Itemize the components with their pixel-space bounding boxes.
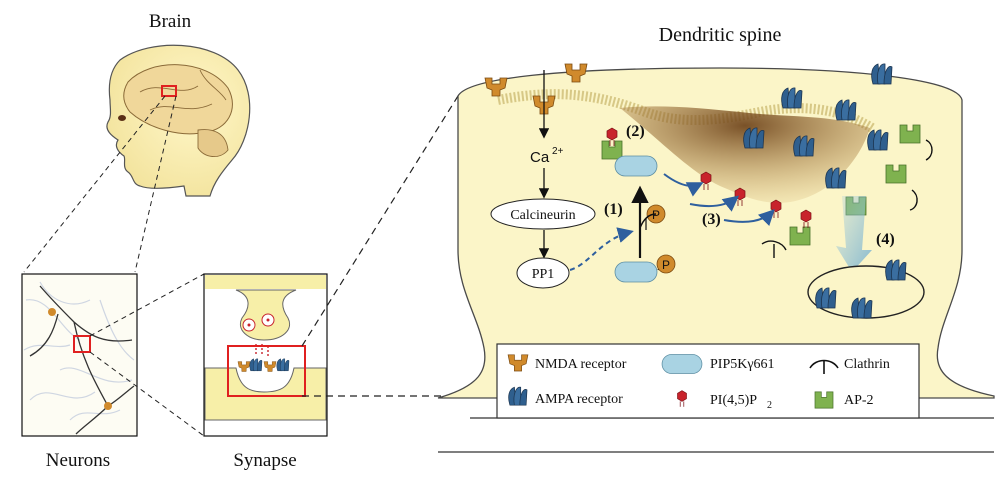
brain-illustration xyxy=(106,44,251,197)
neurons-highlight-box xyxy=(73,335,91,353)
pip2-synthesis-arrows xyxy=(663,173,775,227)
legend-ampa-label: AMPA receptor xyxy=(535,392,623,407)
synapse-highlight-box xyxy=(227,345,306,397)
pip5k-active xyxy=(614,155,658,177)
ampa-receptor-internalized xyxy=(815,287,837,309)
clathrin-icon xyxy=(809,359,839,374)
zoom-line xyxy=(301,95,459,347)
svg-text:Ca: Ca xyxy=(530,149,550,166)
pp1-label: PP1 xyxy=(532,267,555,282)
ampa-receptor-internalized xyxy=(885,259,907,281)
ampa-receptor xyxy=(743,127,765,149)
ampa-receptor xyxy=(835,99,857,121)
phosphate-bottom: P xyxy=(656,254,676,274)
ampa-receptor-outside xyxy=(871,63,893,85)
pp1-dephosphorylation-arrow xyxy=(569,227,634,271)
endocytosis-arrow xyxy=(836,196,872,272)
calcium-label: Ca 2+ xyxy=(530,146,564,166)
step-4-label: (4) xyxy=(876,231,895,248)
step-1-label: (1) xyxy=(604,201,623,218)
synapse-panel xyxy=(203,273,328,437)
legend-pipk-label: PIP5Kγ661 xyxy=(710,357,775,372)
ampa-receptor xyxy=(867,129,889,151)
zoom-line xyxy=(134,95,177,273)
zoom-line xyxy=(89,351,205,437)
step-2-label: (2) xyxy=(626,123,645,140)
svg-text:P: P xyxy=(652,208,660,222)
ampa-receptor xyxy=(781,87,803,109)
brain-title: Brain xyxy=(149,11,192,32)
neurons-title: Neurons xyxy=(46,450,110,471)
svg-text:P: P xyxy=(662,258,670,272)
pip5k-phospho xyxy=(614,261,658,283)
synapse-title: Synapse xyxy=(233,450,296,471)
pp1-node xyxy=(516,257,570,289)
ampa-receptor xyxy=(793,135,815,157)
legend-ap2-label: AP-2 xyxy=(844,393,874,408)
calcineurin-label: Calcineurin xyxy=(510,208,575,223)
neurons-panel xyxy=(21,273,138,437)
ampa-receptor xyxy=(825,167,847,189)
zoom-line xyxy=(89,273,205,337)
legend-pip2-label: PI(4,5)P 2 xyxy=(710,393,772,411)
brain-highlight-box xyxy=(161,85,177,97)
legend-box: NMDA receptor AMPA receptor PIP5Kγ661 PI… xyxy=(496,343,920,419)
legend-nmda-label: NMDA receptor xyxy=(535,357,627,372)
legend-clathrin-label: Clathrin xyxy=(844,357,890,372)
svg-text:PI(4,5)P: PI(4,5)P xyxy=(710,393,757,408)
zoom-line xyxy=(23,95,166,273)
spine-title: Dendritic spine xyxy=(659,24,782,46)
ampa-receptor-internalized xyxy=(851,297,873,319)
calcineurin-node xyxy=(490,198,596,230)
svg-text:2: 2 xyxy=(767,400,772,411)
step-3-label: (3) xyxy=(702,211,721,228)
clathrin-group xyxy=(761,139,933,258)
svg-text:2+: 2+ xyxy=(552,146,564,157)
